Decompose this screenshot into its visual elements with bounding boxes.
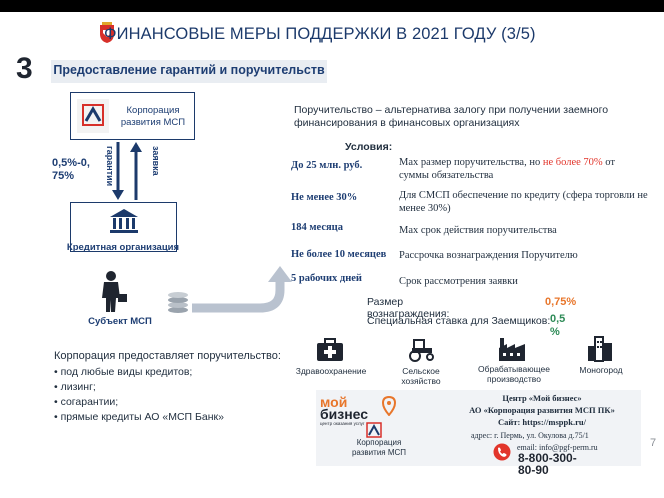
- page-title: ФИНАНСОВЫЕ МЕРЫ ПОДДЕРЖКИ В 2021 ГОДУ (3…: [104, 25, 536, 43]
- top-bar: [0, 0, 664, 12]
- condition-label: Не более 10 месяцев: [291, 249, 387, 260]
- condition-text: Рассрочка вознаграждения Поручителю: [399, 250, 578, 261]
- my-business-logo: мой бизнес центр оказания услуг: [318, 394, 378, 430]
- condition-label: До 25 млн. руб.: [291, 160, 363, 171]
- location-pin-icon: [382, 396, 396, 416]
- sector-label: Сельское хозяйство: [401, 366, 441, 386]
- section-banner: [51, 60, 327, 83]
- condition-text: Max размер поручительства, но не более 7…: [399, 156, 639, 182]
- sector-label: Здравоохранение: [295, 366, 367, 376]
- list-item: согарантии;: [54, 395, 224, 410]
- perm-crest-icon: [100, 22, 114, 43]
- list-item: лизинг;: [54, 380, 224, 395]
- arrow-label-guarantees: гарантии: [105, 146, 115, 187]
- fee-value: 0,75%: [545, 296, 577, 308]
- address: адрес: г. Пермь, ул. Окулова д.75/1: [471, 431, 589, 440]
- sector-label: Моногород: [579, 365, 623, 375]
- condition-label: Не менее 30%: [291, 192, 358, 203]
- services-intro: Корпорация предоставляет поручительство:: [54, 350, 281, 362]
- corporation-logo-label: Корпорация развития МСП: [351, 438, 407, 457]
- logo-text: мой: [320, 394, 348, 410]
- condition-text: Срок рассмотрения заявки: [399, 276, 518, 287]
- bank-label: Кредитная организация: [66, 242, 180, 253]
- city-icon: [588, 336, 612, 362]
- fee-label: Размер вознаграждения:: [367, 296, 450, 320]
- section-number: 3: [16, 52, 33, 85]
- condition-label: 5 рабочих дней: [291, 273, 362, 284]
- bank-icon: [110, 209, 138, 233]
- businessman-icon: [102, 271, 127, 312]
- site-link[interactable]: Сайт: https://msppk.ru/: [498, 417, 586, 427]
- condition-label: 184 месяца: [291, 222, 343, 233]
- email-link[interactable]: email: info@pgf-perm.ru: [517, 443, 598, 452]
- section-title: Предоставление гарантий и поручительств: [53, 63, 325, 77]
- special-rate-label: Специальная ставка для Заемщиков:: [367, 315, 551, 327]
- coins-icon: [168, 292, 188, 313]
- footer-panel: [316, 390, 641, 466]
- condition-text: Max срок действия поручительства: [399, 225, 557, 236]
- center-name: Центр «Мой бизнес»: [502, 393, 582, 403]
- sector-label: Обрабатывающее производство: [477, 364, 551, 384]
- org-name: АО «Корпорация развития МСП ПК»: [469, 405, 615, 415]
- condition-text: Для СМСП обеспечение по кредиту (сфера т…: [399, 190, 648, 214]
- flow-arrow: [192, 266, 292, 313]
- logo-text: бизнес: [320, 406, 369, 422]
- list-item: под любые виды кредитов;: [54, 365, 224, 380]
- rate-range: 0,5%-0, 75%: [52, 157, 90, 182]
- corporation-box: Корпорация развития МСП: [70, 92, 195, 140]
- logo-text: центр оказания услуг: [320, 421, 365, 426]
- condition-text-part: Max размер поручительства, но: [399, 157, 543, 168]
- services-list: под любые виды кредитов; лизинг; согаран…: [54, 365, 224, 425]
- conditions-label: Условия:: [345, 141, 393, 153]
- phone-number[interactable]: 8-800-300-80-90: [518, 451, 577, 477]
- arrow-label-application: заявка: [151, 146, 161, 176]
- medical-kit-icon: [317, 338, 343, 361]
- corporation-label: Корпорация развития МСП: [120, 105, 186, 128]
- guarantee-arrows: [112, 142, 142, 200]
- bank-box: [70, 202, 177, 252]
- tractor-icon: [409, 339, 434, 362]
- page-number: 7: [650, 437, 657, 449]
- subject-label: Субъект МСП: [88, 316, 152, 327]
- list-item: прямые кредиты АО «МСП Банк»: [54, 410, 224, 425]
- factory-icon: [499, 338, 525, 361]
- phone-icon: [493, 443, 511, 461]
- condition-text-part: от суммы обязательства: [399, 157, 615, 181]
- condition-highlight: не более 70%: [542, 157, 603, 168]
- corporation-logo-icon: [77, 99, 109, 133]
- corporation-logo-icon: [366, 422, 382, 438]
- special-rate-value: 0,5 %: [550, 313, 566, 338]
- intro-text: Поручительство – альтернатива залогу при…: [294, 104, 609, 129]
